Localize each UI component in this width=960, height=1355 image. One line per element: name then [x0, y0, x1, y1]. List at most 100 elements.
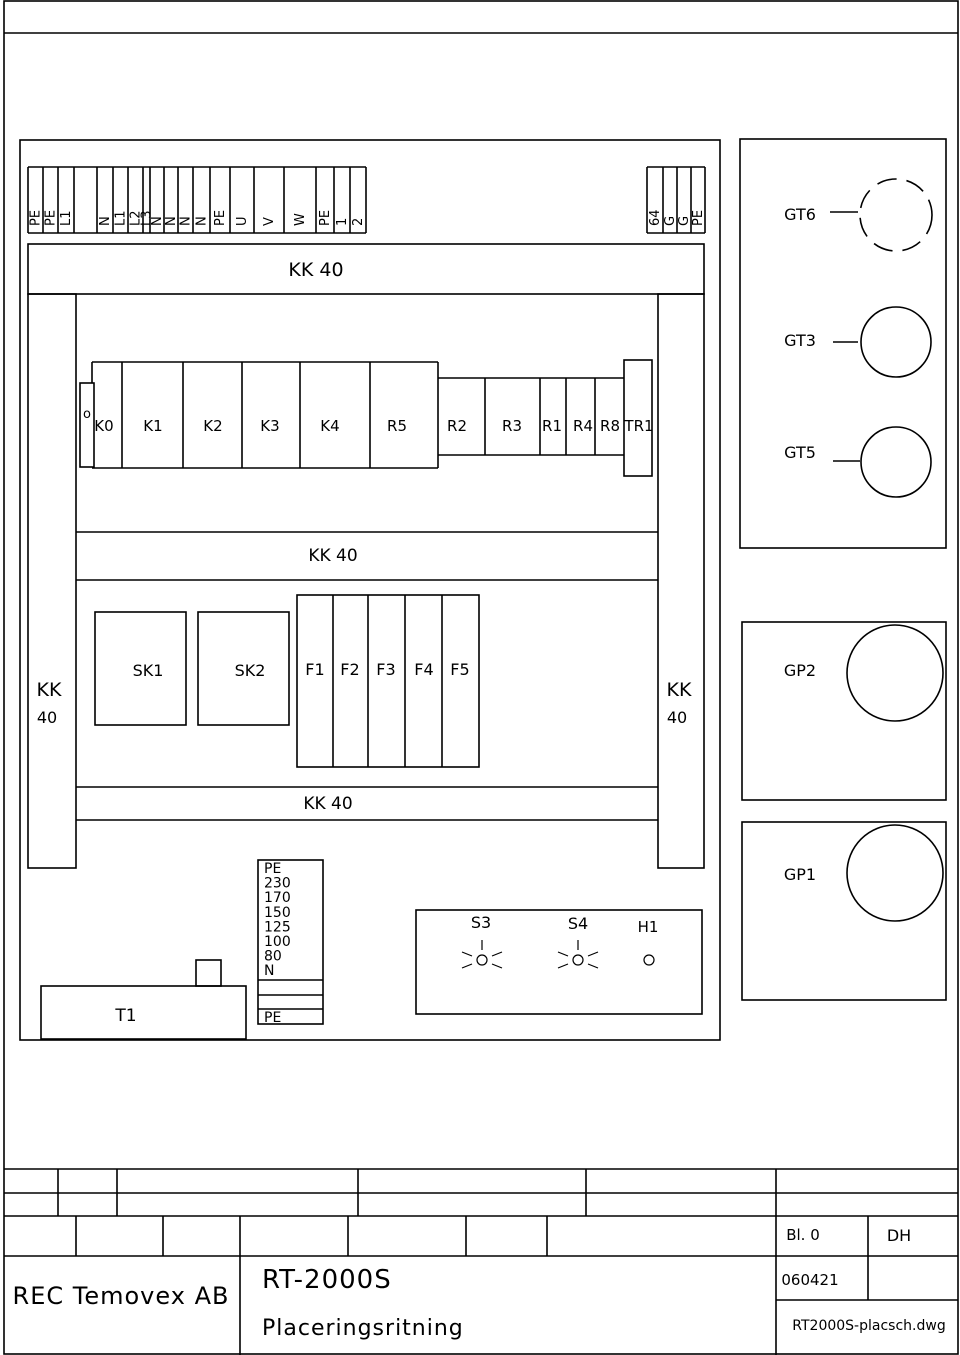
- transformer-label: T1: [114, 1006, 136, 1026]
- sensor-gt5-label: GT5: [784, 443, 816, 462]
- kk-top-label: KK 40: [288, 259, 343, 281]
- terminal-label: N: [179, 216, 194, 226]
- kk-right-duct: KK 40: [657, 293, 705, 869]
- sensor-gt3-icon: [860, 306, 932, 378]
- sensor-gt6-label: GT6: [784, 205, 816, 224]
- terminal-label: U: [235, 216, 250, 226]
- gauge-gp2-label: GP2: [784, 661, 816, 680]
- kk-left-duct: KK 40: [27, 293, 77, 869]
- indicator-s4-label: S4: [568, 914, 588, 933]
- fuse-label: F1: [305, 660, 324, 679]
- relay-label: R8: [600, 417, 620, 435]
- terminal-label: G: [677, 216, 692, 226]
- kk-top-duct: KK 40: [27, 243, 705, 295]
- fuse-label: F2: [340, 660, 359, 679]
- terminal-label: L2: [129, 210, 144, 226]
- transformer-tap-label: PE: [264, 861, 281, 877]
- kk-left-size: 40: [37, 708, 57, 727]
- terminal-label: PE: [213, 210, 228, 226]
- gauge-gp1-panel: GP1: [741, 821, 947, 1001]
- gauge-gp2-panel: GP2: [741, 621, 947, 801]
- terminal-label: N: [98, 216, 113, 226]
- drawing-title: Placeringsritning: [262, 1316, 464, 1341]
- transformer-tap-label: 80: [264, 949, 282, 965]
- switch-sk1-label: SK1: [133, 661, 164, 680]
- main-enclosure: [19, 139, 721, 1041]
- transformer-tap-label: 230: [264, 876, 291, 892]
- terminal-label: L1: [59, 210, 74, 226]
- company-name: REC Temovex AB: [13, 1282, 230, 1310]
- transformer-tap-label: 150: [264, 905, 291, 921]
- terminal-label: PE: [318, 210, 333, 226]
- terminal-label: N: [164, 216, 179, 226]
- kk-bottom-label: KK 40: [303, 794, 352, 814]
- relay-label: R2: [447, 417, 467, 435]
- gauge-gp1-label: GP1: [784, 865, 816, 884]
- relay-label: K0: [94, 417, 113, 435]
- transformer-tap-label: 125: [264, 919, 291, 935]
- kk-right-size: 40: [667, 708, 687, 727]
- sensor-gt5-icon: [860, 426, 932, 498]
- kk-right-label: KK: [667, 679, 692, 701]
- fuse-label: F3: [376, 660, 395, 679]
- indicator-panel: S3 S4 H1: [415, 909, 703, 1015]
- relay-label: R4: [573, 417, 593, 435]
- terminal-label: 1: [335, 218, 350, 226]
- terminal-label: W: [293, 213, 308, 226]
- fuse-label: F4: [414, 660, 433, 679]
- relay-label: K1: [143, 417, 162, 435]
- terminal-label: L1: [114, 210, 129, 226]
- lamp-s3-icon: [461, 940, 503, 969]
- kk-middle-label: KK 40: [308, 546, 357, 566]
- terminal-label: L3: [140, 210, 155, 226]
- sheet-number: Bl. 0: [786, 1226, 820, 1244]
- fuse-block: F1 F2 F3 F4 F5: [296, 594, 480, 768]
- terminal-label: G: [663, 216, 678, 226]
- transformer-tap-label: N: [264, 963, 274, 979]
- terminal-label: PE: [44, 210, 59, 226]
- indicator-h1-label: H1: [638, 918, 659, 936]
- lamp-h1-icon: [643, 954, 655, 966]
- transformer-tap-label: 100: [264, 934, 291, 950]
- indicator-s3-label: S3: [471, 913, 491, 932]
- terminal-label: N: [150, 216, 165, 226]
- terminal-label: 2: [351, 218, 366, 226]
- lamp-s4-icon: [557, 940, 599, 969]
- relay-label: R5: [387, 417, 407, 435]
- transformer-tap-label: 170: [264, 890, 291, 906]
- sensor-gt3-label: GT3: [784, 331, 816, 350]
- switch-sk2: SK2: [197, 611, 290, 726]
- relay-k0-mark: o: [83, 407, 91, 422]
- terminal-label: V: [262, 217, 277, 226]
- terminal-label: PE: [29, 210, 44, 226]
- terminal-label: 64: [648, 209, 663, 226]
- title-block: REC Temovex AB RT-2000S Placeringsritnin…: [4, 1168, 958, 1355]
- drawing-filename: RT2000S-placsch.dwg: [792, 1318, 945, 1334]
- fuse-label: F5: [450, 660, 469, 679]
- relay-label: TR1: [623, 417, 653, 435]
- relay-label: R3: [502, 417, 522, 435]
- gauge-gp2-icon: [846, 624, 944, 722]
- relay-label: K4: [320, 417, 339, 435]
- kk-middle-duct: KK 40: [76, 531, 658, 581]
- terminal-label: PE: [691, 210, 706, 226]
- gauge-gp1-icon: [846, 824, 944, 922]
- sensor-panel: GT6 GT3 GT5: [739, 138, 947, 549]
- transformer-t1: T1: [40, 959, 247, 1040]
- sensor-gt6-icon: [859, 178, 933, 252]
- kk-bottom-duct: KK 40: [76, 786, 658, 821]
- drawn-by: DH: [887, 1226, 911, 1245]
- drawing-date: 060421: [781, 1271, 838, 1289]
- relay-label: R1: [542, 417, 562, 435]
- switch-sk1: SK1: [94, 611, 187, 726]
- drawing-frame: [3, 0, 959, 1355]
- kk-left-label: KK: [37, 679, 62, 701]
- relay-label: K3: [260, 417, 279, 435]
- transformer-bottom-tap: PE: [264, 1010, 281, 1026]
- switch-sk2-label: SK2: [235, 661, 266, 680]
- relay-label: K2: [203, 417, 222, 435]
